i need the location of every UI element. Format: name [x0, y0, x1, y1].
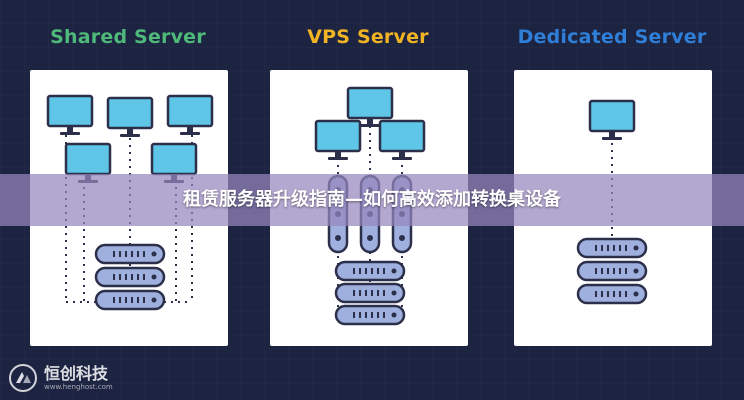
brand-logo: 恒创科技 www.henghost.com — [8, 362, 113, 394]
server-rack-icon — [94, 243, 166, 265]
monitor-icon — [378, 119, 426, 162]
logo-url: www.henghost.com — [44, 382, 113, 391]
server-rack-icon — [334, 304, 406, 326]
monitor-icon — [588, 99, 636, 142]
server-rack-icon — [576, 260, 648, 282]
server-rack-icon — [576, 237, 648, 259]
dedicated-server-title: Dedicated Server — [517, 26, 707, 48]
monitor-icon — [46, 94, 94, 137]
server-rack-icon — [576, 283, 648, 305]
monitor-icon — [106, 96, 154, 139]
shared-server-title: Shared Server — [50, 26, 206, 48]
server-rack-icon — [334, 260, 406, 282]
server-rack-icon — [94, 289, 166, 311]
monitor-icon — [314, 119, 362, 162]
banner-title: 租赁服务器升级指南—如何高效添加转换桌设备 — [183, 189, 561, 210]
vps-server-title: VPS Server — [307, 26, 429, 48]
server-rack-icon — [94, 266, 166, 288]
server-rack-icon — [334, 282, 406, 304]
shared-server-diagram — [46, 94, 214, 311]
logo-name: 恒创科技 — [44, 363, 109, 383]
title-banner — [0, 174, 744, 226]
monitor-icon — [166, 94, 214, 137]
logo-icon — [9, 364, 37, 392]
